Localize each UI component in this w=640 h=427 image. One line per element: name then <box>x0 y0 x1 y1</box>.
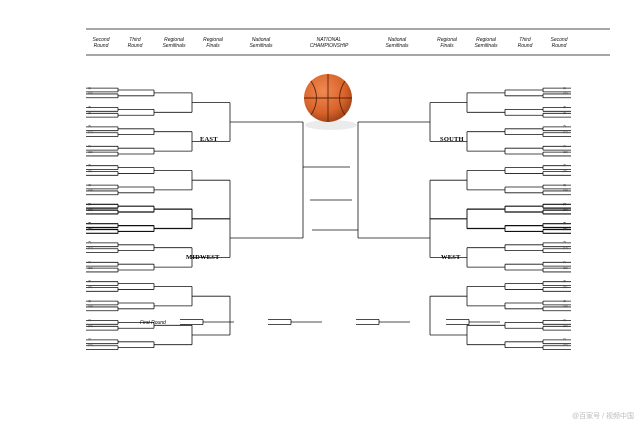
header-third-round-right: Third Round <box>517 37 533 50</box>
seed-label: (1) <box>563 86 567 90</box>
seed-label: (13) <box>88 150 93 154</box>
seed-label: (9) <box>563 227 567 231</box>
seed-label: (7) <box>563 202 567 206</box>
seed-label: (7) <box>88 202 92 206</box>
seed-label: (4) <box>563 260 567 264</box>
header-third-round-left: Third Round <box>127 37 143 50</box>
header-second-round-left: Second Round <box>92 37 110 50</box>
seed-label: (3) <box>563 299 567 303</box>
seed-label: (8) <box>563 221 567 225</box>
header-second-round-right: Second Round <box>550 37 568 50</box>
seed-label: (7) <box>88 318 92 322</box>
seed-label: (14) <box>88 189 93 193</box>
seed-label: (15) <box>563 344 568 348</box>
seed-label: (9) <box>563 111 567 115</box>
seed-label: (16) <box>563 92 568 96</box>
seed-label: (10) <box>88 208 93 212</box>
region-label-east: EAST <box>200 136 218 143</box>
seed-label: (15) <box>88 344 93 348</box>
seed-label: (1) <box>563 202 567 206</box>
seed-label: (2) <box>88 338 92 342</box>
seed-label: (3) <box>88 183 92 187</box>
seed-label: (3) <box>563 183 567 187</box>
seed-label: (16) <box>88 92 93 96</box>
header-national-championship: NATIONAL CHAMPIONSHIP <box>309 37 349 50</box>
seed-label: (6) <box>563 164 567 168</box>
seed-label: (12) <box>88 247 93 251</box>
seed-label: (15) <box>88 228 93 232</box>
seed-label: (4) <box>88 260 92 264</box>
header-regional-semifinals-left: Regional Semifinals <box>162 37 186 50</box>
seed-label: (4) <box>563 144 567 148</box>
seed-label: (2) <box>563 222 567 226</box>
seed-label: (11) <box>563 169 568 173</box>
seed-label: (5) <box>88 241 92 245</box>
header-national-semifinals-left: National Semifinals <box>249 37 273 50</box>
seed-label: (13) <box>88 266 93 270</box>
seed-label: (10) <box>563 324 568 328</box>
seed-label: (12) <box>88 131 93 135</box>
seed-label: (6) <box>88 280 92 284</box>
seed-label: (13) <box>563 266 568 270</box>
watermark: @百家号 / 视频中国 <box>572 413 634 420</box>
seed-label: (6) <box>88 164 92 168</box>
seed-label: (10) <box>88 324 93 328</box>
seed-label: (1) <box>88 202 92 206</box>
seed-label: (12) <box>563 247 568 251</box>
seed-label: (4) <box>88 144 92 148</box>
region-label-west: WEST <box>441 254 461 261</box>
region-label-south: SOUTH <box>440 136 464 143</box>
seed-label: (5) <box>563 241 567 245</box>
seed-label: (14) <box>563 305 568 309</box>
seed-label: (3) <box>88 299 92 303</box>
first-round-label: First Round <box>140 320 166 326</box>
header-national-semifinals-right: National Semifinals <box>385 37 409 50</box>
seed-label: (16) <box>563 208 568 212</box>
seed-label: (11) <box>88 285 93 289</box>
seed-label: (15) <box>563 228 568 232</box>
seed-label: (2) <box>88 222 92 226</box>
basketball-icon <box>304 74 357 130</box>
seed-label: (8) <box>563 105 567 109</box>
seed-label: (2) <box>563 338 567 342</box>
seed-label: (12) <box>563 131 568 135</box>
seed-label: (13) <box>563 150 568 154</box>
seed-label: (16) <box>88 208 93 212</box>
seed-label: (9) <box>88 227 92 231</box>
header-regional-finals-right: Regional Finals <box>437 37 457 50</box>
seed-label: (14) <box>88 305 93 309</box>
seed-label: (5) <box>563 125 567 129</box>
seed-label: (14) <box>563 189 568 193</box>
seed-label: (1) <box>88 86 92 90</box>
seed-label: (6) <box>563 280 567 284</box>
seed-label: (11) <box>88 169 93 173</box>
header-regional-finals-left: Regional Finals <box>203 37 223 50</box>
seed-label: (8) <box>88 105 92 109</box>
region-label-midwest: MIDWEST <box>186 254 220 261</box>
seed-label: (9) <box>88 111 92 115</box>
seed-label: (7) <box>563 318 567 322</box>
seed-label: (11) <box>563 285 568 289</box>
seed-label: (8) <box>88 221 92 225</box>
seed-label: (10) <box>563 208 568 212</box>
header-regional-semifinals-right: Regional Semifinals <box>474 37 498 50</box>
seed-label: (5) <box>88 125 92 129</box>
